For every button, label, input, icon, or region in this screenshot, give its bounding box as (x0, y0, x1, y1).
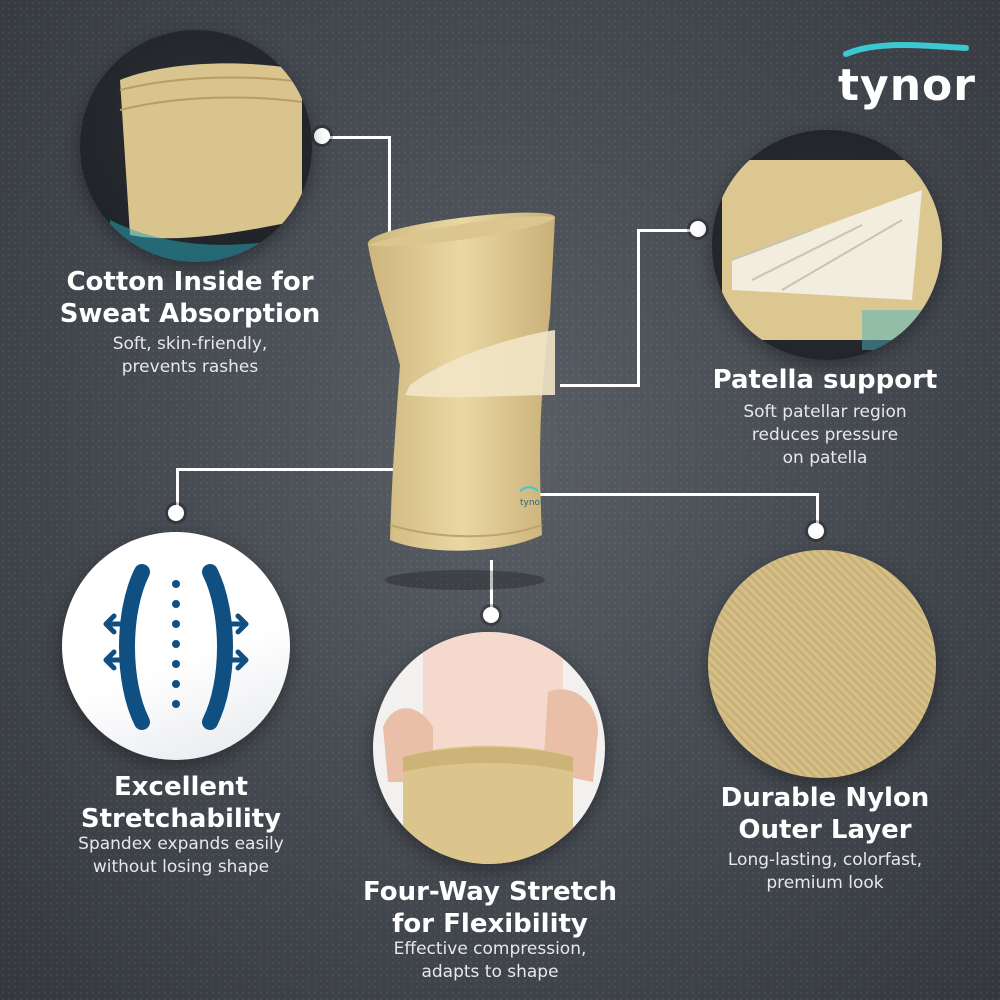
nylon-title-line2: Outer Layer (738, 815, 912, 845)
four-way-title-line1: Four-Way Stretch (363, 877, 617, 907)
connector-dot (690, 221, 706, 237)
connector-dot (168, 505, 184, 521)
connector-line (637, 229, 699, 232)
logo-text: tynor (838, 60, 976, 111)
patella-desc-line1: Soft patellar region (743, 402, 907, 422)
stretch-desc-line1: Spandex expands easily (78, 834, 284, 854)
stretch-arrows-icon (103, 564, 249, 730)
connector-line (388, 136, 391, 241)
patella-title: Patella support (690, 364, 960, 396)
stretch-title-line1: Excellent (114, 772, 248, 802)
connector-dot (483, 607, 499, 623)
cotton-fabric-image (80, 30, 312, 262)
stretch-title: Excellent Stretchability (36, 771, 326, 835)
cotton-title-line1: Cotton Inside for (66, 267, 314, 297)
connector-dot (314, 128, 330, 144)
connector-line (176, 468, 179, 510)
nylon-title-line1: Durable Nylon (720, 783, 930, 813)
four-way-desc-line2: adapts to shape (421, 962, 559, 982)
four-way-stretch-image (373, 632, 605, 864)
knee-sleeve-image: tynor (367, 212, 555, 590)
svg-text:tynor: tynor (520, 498, 544, 508)
stretch-icon-circle (62, 532, 290, 760)
nylon-fabric-image (708, 550, 936, 778)
nylon-description: Long-lasting, colorfast, premium look (680, 849, 970, 895)
four-way-description: Effective compression, adapts to shape (345, 938, 635, 984)
stretch-desc-line2: without losing shape (92, 857, 270, 877)
connector-line (490, 560, 493, 615)
nylon-desc-line2: premium look (766, 873, 884, 893)
stretch-title-line2: Stretchability (80, 804, 282, 834)
connector-line (322, 136, 390, 139)
four-way-desc-line1: Effective compression, (393, 939, 587, 959)
patella-title-line1: Patella support (712, 365, 938, 395)
cotton-title-line2: Sweat Absorption (59, 299, 321, 329)
logo-swoosh-icon (843, 42, 969, 57)
connector-line (540, 493, 818, 496)
nylon-desc-line1: Long-lasting, colorfast, (727, 850, 923, 870)
connector-line (560, 384, 639, 387)
cotton-description: Soft, skin-friendly, prevents rashes (40, 333, 340, 379)
patella-description: Soft patellar region reduces pressure on… (690, 401, 960, 470)
connector-line (637, 229, 640, 387)
cotton-title: Cotton Inside for Sweat Absorption (40, 266, 340, 330)
nylon-title: Durable Nylon Outer Layer (680, 782, 970, 846)
four-way-title-line2: for Flexibility (392, 909, 588, 939)
patella-desc-line3: on patella (782, 448, 868, 468)
stretch-description: Spandex expands easily without losing sh… (36, 833, 326, 879)
patella-support-image (712, 130, 942, 360)
connector-dot (808, 523, 824, 539)
connector-line (816, 493, 819, 529)
cotton-desc-line1: Soft, skin-friendly, (112, 334, 268, 354)
connector-line (176, 468, 402, 471)
cotton-desc-line2: prevents rashes (121, 357, 259, 377)
patella-desc-line2: reduces pressure (751, 425, 899, 445)
four-way-title: Four-Way Stretch for Flexibility (345, 876, 635, 940)
brand-logo: tynor (838, 40, 976, 111)
